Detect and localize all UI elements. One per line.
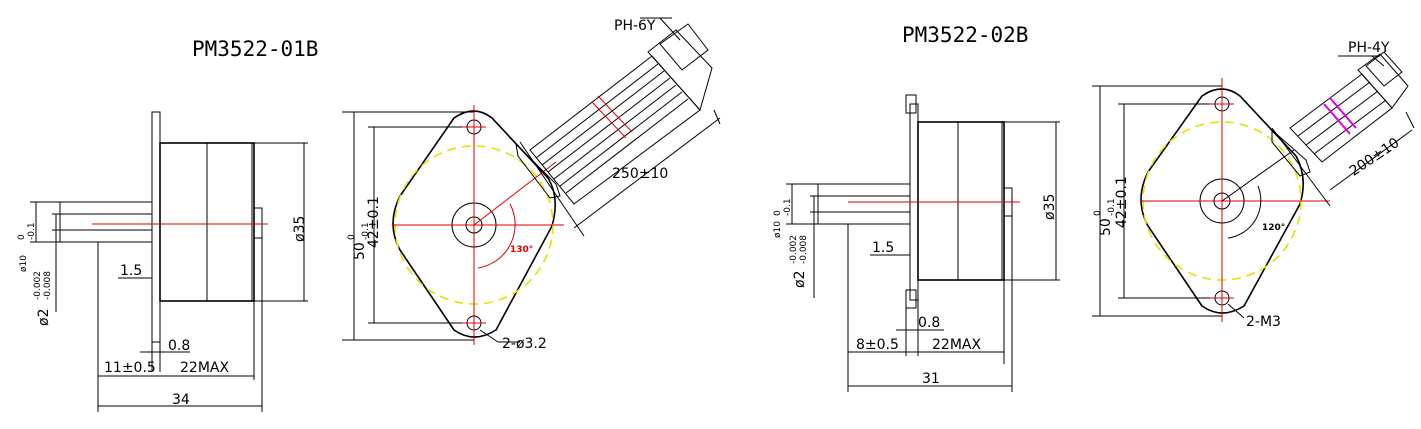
left-total-len: 34 (172, 392, 190, 408)
right-body-len: 22MAX (932, 337, 981, 353)
left-shaft-len: 11±0.5 (104, 360, 156, 376)
left-height-tol-top: 0 (347, 234, 357, 240)
right-holes: 2-M3 (1246, 314, 1281, 330)
right-pin-dia: ø2 (792, 271, 808, 288)
right-pin-dia-tol-top: -0.002 (789, 235, 799, 264)
right-height-tol-top: 0 (1093, 210, 1103, 216)
right-body-dia: ø35 (1042, 194, 1058, 220)
right-height-tol-bot: -0.1 (1107, 198, 1117, 216)
left-height: 50 (352, 242, 368, 260)
right-title: PM3522-02B (902, 23, 1028, 47)
left-hole-pitch: 42±0.1 (366, 196, 382, 248)
left-connector: PH-6Y (614, 18, 656, 34)
left-body-dia: ø35 (292, 216, 308, 242)
right-height: 50 (1098, 218, 1114, 236)
left-pin-dia-tol-bot: -0.008 (43, 271, 53, 300)
left-shaft-dia: ø10 (19, 255, 29, 272)
right-shaft-len: 8±0.5 (856, 337, 899, 353)
left-front-view (342, 17, 721, 345)
left-height-tol-bot: -0.1 (361, 222, 371, 240)
left-holes: 2-ø3.2 (502, 336, 547, 352)
right-flange-thk: 0.8 (918, 315, 940, 331)
right-cable-len: 200±10 (1347, 135, 1403, 180)
drawing-pm3522-01b: PM3522-01B (17, 17, 721, 412)
right-flange-gap: 1.5 (872, 240, 894, 256)
left-side-view (30, 111, 308, 412)
left-flange-thk: 0.8 (168, 338, 190, 354)
right-shaft-dia-tol-top: 0 (773, 210, 783, 216)
right-angle: 120° (1262, 223, 1285, 233)
left-pin-dia: ø2 (36, 309, 52, 326)
right-front-view (1092, 51, 1415, 322)
right-shaft-dia-tol-bot: -0.1 (783, 198, 793, 216)
left-pin-dia-tol-top: -0.002 (33, 271, 43, 300)
right-connector: PH-4Y (1348, 40, 1390, 56)
left-angle: 130° (510, 245, 533, 255)
right-total-len: 31 (922, 371, 940, 387)
left-shaft-dia-tol-top: 0 (17, 234, 27, 240)
right-side-view (786, 94, 1060, 392)
right-shaft-dia: ø10 (773, 221, 783, 238)
left-flange-gap: 1.5 (120, 263, 142, 279)
left-cable-len: 250±10 (612, 166, 668, 182)
left-shaft-dia-tol-bot: -0.1 (27, 222, 37, 240)
right-pin-dia-tol-bot: -0.008 (799, 235, 809, 264)
right-hole-pitch: 42±0.1 (1114, 176, 1130, 228)
left-body-len: 22MAX (180, 360, 229, 376)
drawing-pm3522-02b: PM3522-02B (773, 23, 1415, 392)
left-title: PM3522-01B (192, 37, 318, 61)
